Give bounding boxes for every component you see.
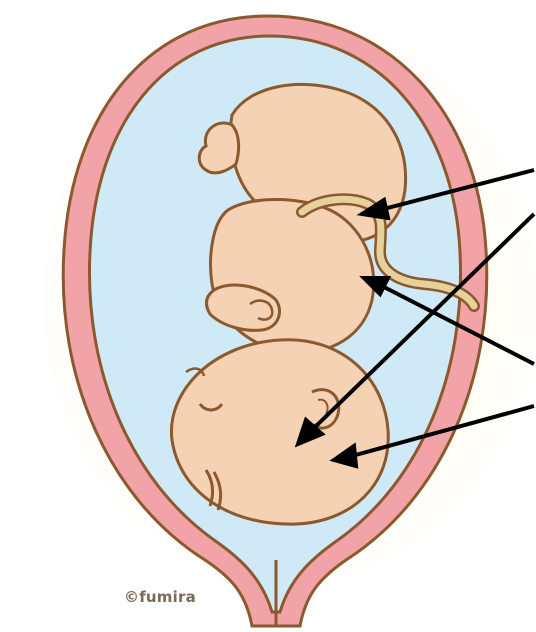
fetus-head [171,340,388,524]
copyright-credit: ©fumira [124,588,196,606]
